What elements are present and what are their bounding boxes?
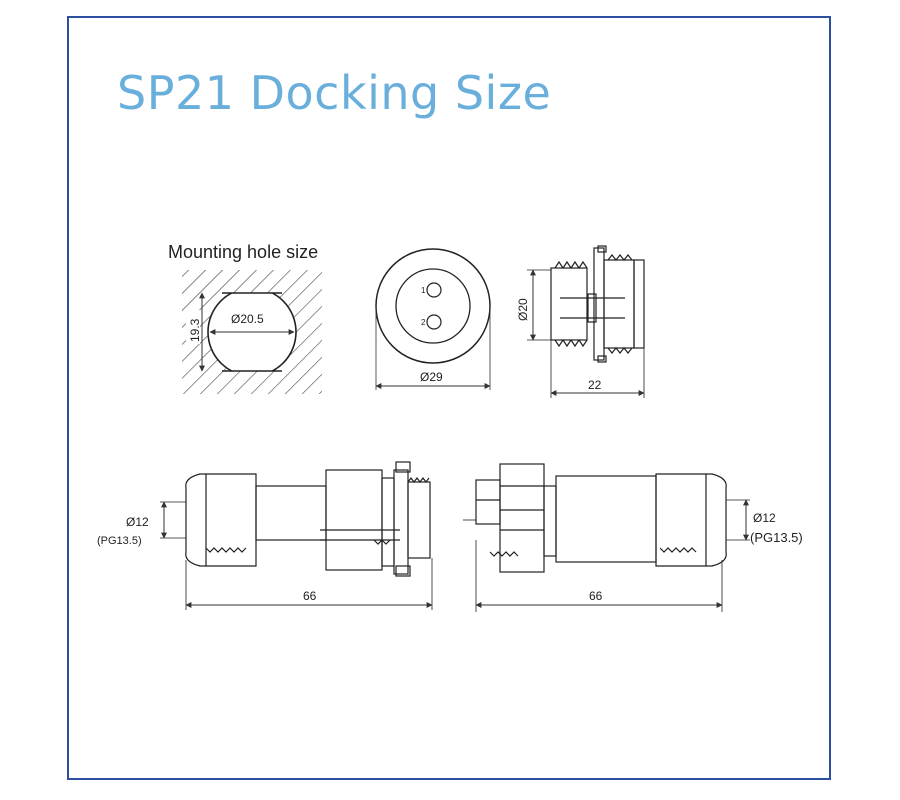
- mounting-hole-dia: Ø20.5: [231, 312, 264, 326]
- plug-drawing: [160, 461, 433, 610]
- mounting-hole-flat: 19.3: [188, 318, 202, 342]
- front-view-drawing: 1 2 Ø29: [375, 248, 491, 390]
- socket-dia: Ø12: [753, 511, 776, 525]
- side-dia: Ø20: [516, 298, 530, 321]
- pin-1: [426, 282, 442, 298]
- socket-thread: (PG13.5): [750, 530, 803, 545]
- page-title: SP21 Docking Size: [117, 66, 552, 120]
- socket-length: 66: [589, 589, 603, 603]
- plug-length: 66: [303, 589, 317, 603]
- front-dia: Ø29: [420, 370, 443, 384]
- diagram-frame: [67, 16, 831, 780]
- side-view-drawing: [527, 245, 645, 398]
- socket-drawing: [463, 463, 750, 612]
- pin-2: [426, 314, 442, 330]
- side-length: 22: [588, 378, 602, 392]
- mounting-hole-drawing: Mounting hole size Ø20.5 19.3: [168, 242, 322, 394]
- pin-2-label: 2: [421, 318, 426, 327]
- pin-1-label: 1: [421, 286, 426, 295]
- plug-thread: (PG13.5): [97, 535, 142, 547]
- mounting-hole-label: Mounting hole size: [168, 242, 318, 262]
- plug-dia: Ø12: [126, 515, 149, 529]
